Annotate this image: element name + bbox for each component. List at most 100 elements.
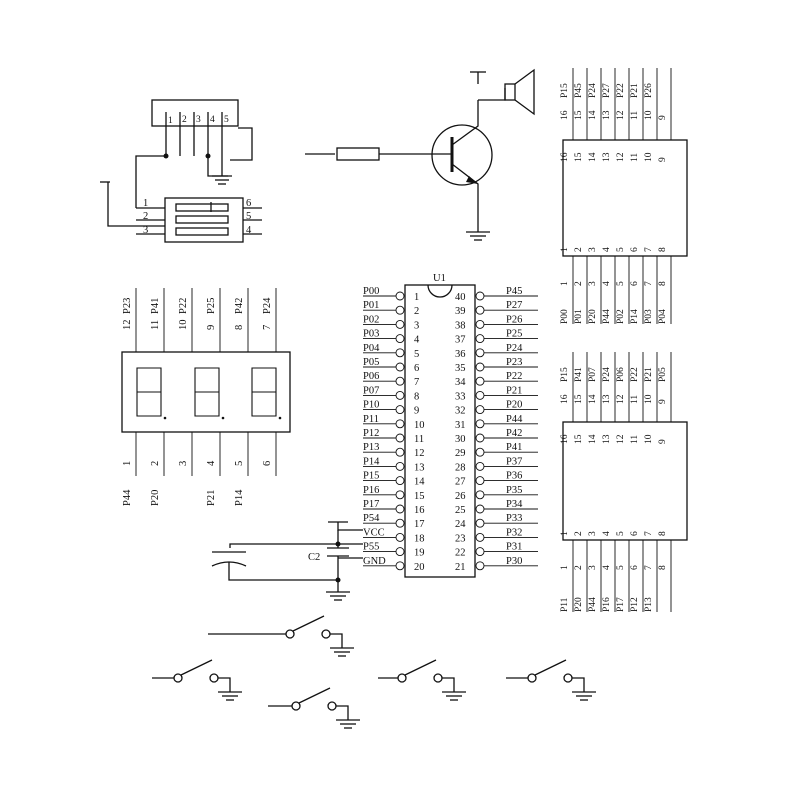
ic-inner-bottom-pin: 1 bbox=[560, 247, 570, 252]
mcu-right-pin: 24 bbox=[455, 519, 466, 530]
ic-top-pin: 14 bbox=[588, 110, 598, 120]
push-button-icon bbox=[378, 659, 466, 701]
mcu-left-pin: 18 bbox=[414, 533, 425, 544]
mcu-left-net: P13 bbox=[363, 442, 379, 453]
mcu-right-pin: 22 bbox=[455, 548, 466, 559]
mcu-left-net: VCC bbox=[363, 527, 385, 538]
display-bottom-pin: 3 bbox=[178, 461, 189, 466]
ic-inner-top-pin: 9 bbox=[658, 157, 668, 162]
display-top-pin: 12 bbox=[122, 320, 133, 331]
mcu-label: U1 bbox=[433, 273, 446, 284]
ic-inner-bottom-pin: 7 bbox=[644, 531, 654, 536]
ic-inner-top-pin: 16 bbox=[560, 152, 570, 162]
ic-top-pin: 10 bbox=[644, 394, 654, 404]
ic-top-net: P15 bbox=[560, 83, 570, 98]
ic-bottom-net: P11 bbox=[560, 597, 570, 612]
ic-inner-bottom-pin: 2 bbox=[574, 531, 584, 536]
display-top-pin: 9 bbox=[206, 325, 217, 330]
switch-pin-5: 5 bbox=[246, 211, 251, 222]
mcu-right-net: P24 bbox=[506, 343, 523, 354]
ic-bottom-net: P12 bbox=[630, 597, 640, 612]
ic-inner-bottom-pin: 6 bbox=[630, 247, 640, 252]
ic-inner-bottom-pin: 5 bbox=[616, 531, 626, 536]
mcu-left-net: P54 bbox=[363, 513, 380, 524]
ic-top-pin: 10 bbox=[644, 110, 654, 120]
ic-top-pin: 9 bbox=[658, 115, 668, 120]
header-pin-1: 1 bbox=[168, 116, 173, 126]
mcu-left-pin: 14 bbox=[414, 477, 425, 488]
ic-bottom-pin: 3 bbox=[588, 281, 598, 286]
mcu-left-net: GND bbox=[363, 556, 386, 567]
mcu-left-pin: 1 bbox=[414, 292, 419, 303]
ic-inner-top-pin: 16 bbox=[560, 434, 570, 444]
ic-inner-bottom-pin: 5 bbox=[616, 247, 626, 252]
ic-top-pin: 14 bbox=[588, 394, 598, 404]
ic-bottom-net: P20 bbox=[574, 597, 584, 612]
mcu-right-pin: 39 bbox=[455, 306, 466, 317]
digit-icon bbox=[251, 367, 282, 420]
mcu-left-pin: 2 bbox=[414, 306, 419, 317]
ic-bottom-pin: 6 bbox=[630, 281, 640, 286]
header-pin-3: 3 bbox=[196, 115, 201, 125]
ic-bottom-net: P17 bbox=[616, 597, 626, 612]
mcu-right-net: P44 bbox=[506, 414, 523, 425]
mcu-left-pin: 8 bbox=[414, 391, 419, 402]
mcu-left-net: P04 bbox=[363, 343, 380, 354]
ic-bottom-pin: 6 bbox=[630, 565, 640, 570]
display-top-net: P25 bbox=[206, 298, 217, 314]
mcu-right-net: P30 bbox=[506, 556, 522, 567]
ic-inner-bottom-pin: 8 bbox=[658, 531, 668, 536]
mcu-right-net: P42 bbox=[506, 428, 522, 439]
ic-top-net: P41 bbox=[574, 367, 584, 382]
mcu-left-net: P16 bbox=[363, 485, 379, 496]
mcu-right-pin: 23 bbox=[455, 533, 466, 544]
mcu-right-net: P21 bbox=[506, 385, 522, 396]
ic-bottom-net: P02 bbox=[616, 309, 626, 324]
junction-dot bbox=[335, 541, 341, 547]
mcu-left-net: P01 bbox=[363, 300, 379, 311]
transistor-icon bbox=[431, 124, 493, 186]
ic-top-net: P21 bbox=[630, 83, 640, 98]
mcu-left-net: P10 bbox=[363, 400, 379, 411]
ic-inner-top-pin: 13 bbox=[602, 434, 612, 444]
ic-inner-top-pin: 12 bbox=[616, 152, 626, 162]
ic-inner-top-pin: 10 bbox=[644, 434, 654, 444]
display-bottom-pin: 1 bbox=[122, 461, 133, 466]
display-top-pin: 8 bbox=[234, 325, 245, 330]
ic-inner-top-pin: 13 bbox=[602, 152, 612, 162]
mcu-left-net: P03 bbox=[363, 329, 379, 340]
resistor-icon bbox=[336, 147, 380, 161]
ic-bottom-pin: 3 bbox=[588, 565, 598, 570]
mcu-left-pin: 16 bbox=[414, 505, 425, 516]
speaker-icon bbox=[504, 83, 516, 101]
push-button-icon bbox=[506, 659, 596, 701]
mcu-left-net: P11 bbox=[363, 414, 379, 425]
ic-inner-top-pin: 12 bbox=[616, 434, 626, 444]
ic-bottom-net: P44 bbox=[588, 597, 598, 612]
buzzer-driver bbox=[305, 68, 535, 241]
ic-bottom-pin: 4 bbox=[602, 565, 612, 570]
ic-inner-bottom-pin: 4 bbox=[602, 247, 612, 252]
ic-top-net: P07 bbox=[588, 367, 598, 382]
display-top-pin: 10 bbox=[178, 320, 189, 331]
ic-inner-top-pin: 11 bbox=[630, 153, 640, 162]
ground-icon bbox=[466, 231, 490, 241]
mcu-left-pin: 7 bbox=[414, 377, 419, 388]
mcu-right-pin: 25 bbox=[455, 505, 466, 516]
switch-pin-2: 2 bbox=[143, 211, 148, 222]
ic-top-pin: 11 bbox=[630, 111, 640, 120]
ic-top-net: P05 bbox=[658, 367, 668, 382]
ic-inner-bottom-pin: 4 bbox=[602, 531, 612, 536]
mcu-right-pin: 26 bbox=[455, 491, 466, 502]
mcu-right-pin: 38 bbox=[455, 320, 466, 331]
display-bottom-pin: 6 bbox=[262, 461, 273, 466]
mcu-right-pin: 28 bbox=[455, 462, 466, 473]
mcu-left-pin: 11 bbox=[414, 434, 424, 445]
ground-icon bbox=[326, 591, 350, 601]
header-pin-4: 4 bbox=[210, 115, 215, 125]
ic-top-pin: 9 bbox=[658, 399, 668, 404]
mcu-left-net: P02 bbox=[363, 314, 379, 325]
mcu-right-net: P37 bbox=[506, 456, 522, 467]
display-bottom-net: P14 bbox=[234, 489, 245, 506]
